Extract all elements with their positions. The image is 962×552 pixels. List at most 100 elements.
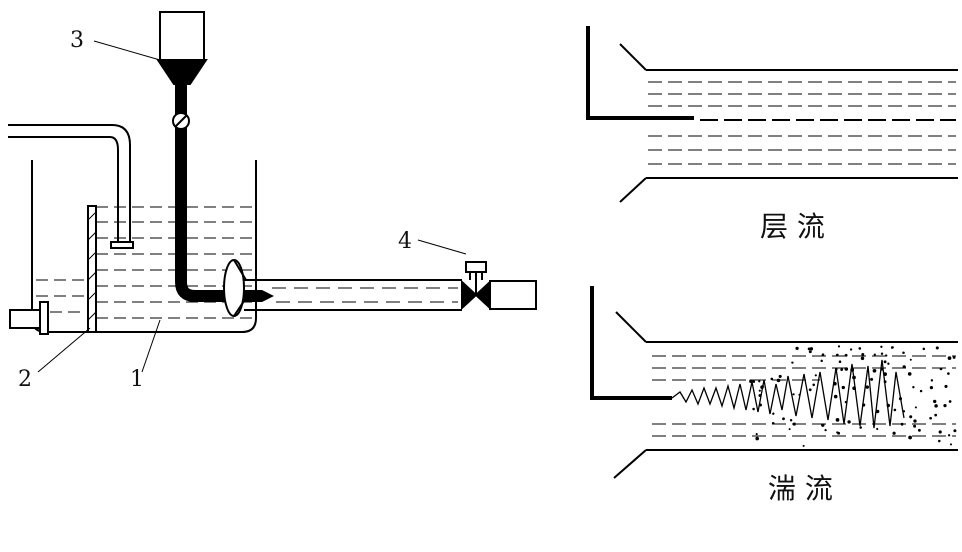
particle-dot bbox=[840, 368, 844, 371]
particle-dot bbox=[887, 362, 890, 365]
particle-dot bbox=[770, 377, 774, 381]
particle-dot bbox=[849, 348, 853, 351]
particle-dot bbox=[870, 377, 874, 381]
particle-dot bbox=[776, 378, 781, 383]
particle-dot bbox=[952, 356, 956, 359]
caption-laminar: 层 流 bbox=[760, 210, 825, 243]
particle-dot bbox=[865, 385, 869, 389]
particle-dot bbox=[821, 353, 825, 357]
turbulent-particles bbox=[749, 345, 957, 447]
particle-dot bbox=[808, 388, 812, 392]
particle-dot bbox=[907, 372, 912, 376]
particle-dot bbox=[935, 346, 939, 350]
particle-dot bbox=[759, 403, 762, 407]
particle-dot bbox=[886, 403, 891, 408]
particle-dot bbox=[913, 424, 917, 428]
dye-tube bbox=[175, 84, 262, 302]
particle-dot bbox=[798, 393, 801, 396]
apparatus bbox=[8, 11, 537, 373]
particle-dot bbox=[875, 409, 880, 414]
particle-dot bbox=[909, 358, 912, 361]
particle-dot bbox=[812, 383, 815, 387]
particle-dot bbox=[760, 385, 764, 390]
label-valve: 4 bbox=[398, 229, 412, 254]
label-tank: 1 bbox=[130, 367, 144, 392]
particle-dot bbox=[944, 384, 948, 388]
particle-dot bbox=[791, 361, 794, 364]
particle-dot bbox=[947, 372, 950, 375]
particle-dot bbox=[850, 368, 855, 372]
particle-dot bbox=[844, 367, 849, 371]
particle-dot bbox=[789, 419, 793, 422]
particle-dot bbox=[909, 415, 913, 419]
particle-dot bbox=[914, 406, 917, 409]
particle-dot bbox=[872, 368, 877, 373]
laminar-flow-panel bbox=[586, 26, 958, 203]
outlet-valve bbox=[461, 261, 537, 311]
particle-dot bbox=[820, 359, 823, 363]
particle-dot bbox=[844, 400, 848, 404]
particle-dot bbox=[938, 439, 941, 443]
particle-dot bbox=[809, 347, 814, 351]
particle-dot bbox=[885, 354, 888, 357]
particle-dot bbox=[778, 374, 782, 378]
particle-dot bbox=[835, 418, 840, 422]
particle-dot bbox=[847, 420, 851, 424]
particle-dot bbox=[883, 372, 887, 376]
particle-dot bbox=[949, 443, 953, 446]
label-dye-reservoir: 3 bbox=[70, 28, 84, 53]
leader-lines bbox=[37, 40, 467, 373]
particle-dot bbox=[883, 380, 887, 384]
particle-dot bbox=[858, 347, 862, 350]
particle-dot bbox=[861, 353, 865, 356]
particle-dot bbox=[792, 422, 796, 426]
particle-dot bbox=[852, 386, 856, 391]
particle-dot bbox=[752, 380, 756, 383]
particle-dot bbox=[752, 407, 755, 411]
bell-mouth bbox=[223, 259, 245, 317]
particle-dot bbox=[930, 379, 934, 382]
particle-dot bbox=[836, 431, 839, 434]
particle-dot bbox=[947, 356, 952, 360]
particle-dot bbox=[898, 397, 903, 401]
particle-dot bbox=[838, 360, 842, 363]
overflow-plate bbox=[87, 205, 97, 333]
particle-dot bbox=[938, 430, 942, 434]
particle-dot bbox=[908, 435, 912, 440]
particle-dot bbox=[802, 444, 805, 447]
overflow-outlet bbox=[9, 301, 49, 335]
test-pipe-water bbox=[272, 287, 458, 303]
particle-dot bbox=[934, 413, 938, 417]
particle-dot bbox=[844, 353, 848, 357]
particle-dot bbox=[755, 436, 759, 441]
particle-dot bbox=[890, 346, 894, 349]
particle-dot bbox=[788, 428, 791, 431]
particle-dot bbox=[880, 345, 883, 348]
particle-dot bbox=[758, 380, 761, 383]
particle-dot bbox=[902, 351, 905, 354]
particle-dot bbox=[755, 433, 758, 436]
particle-dot bbox=[913, 419, 917, 423]
particle-dot bbox=[902, 365, 906, 369]
particle-dot bbox=[852, 375, 856, 380]
caption-turbulent: 湍 流 bbox=[768, 472, 833, 505]
particle-dot bbox=[939, 367, 943, 371]
particle-dot bbox=[771, 421, 775, 425]
particle-dot bbox=[792, 393, 795, 396]
particle-dot bbox=[782, 417, 785, 421]
test-pipe bbox=[244, 279, 462, 311]
particle-dot bbox=[833, 381, 837, 386]
particle-dot bbox=[758, 389, 761, 392]
turbulent-flow-panel bbox=[590, 286, 958, 479]
particle-dot bbox=[922, 347, 926, 351]
particle-dot bbox=[808, 350, 812, 354]
particle-dot bbox=[749, 379, 753, 384]
particle-dot bbox=[873, 353, 876, 356]
particle-dot bbox=[929, 385, 934, 390]
particle-dot bbox=[807, 347, 811, 351]
particle-dot bbox=[758, 393, 762, 398]
dye-reservoir bbox=[156, 11, 208, 85]
overflow-plate-hatch bbox=[87, 211, 97, 321]
particle-dot bbox=[841, 385, 845, 390]
particle-dot bbox=[943, 403, 947, 408]
